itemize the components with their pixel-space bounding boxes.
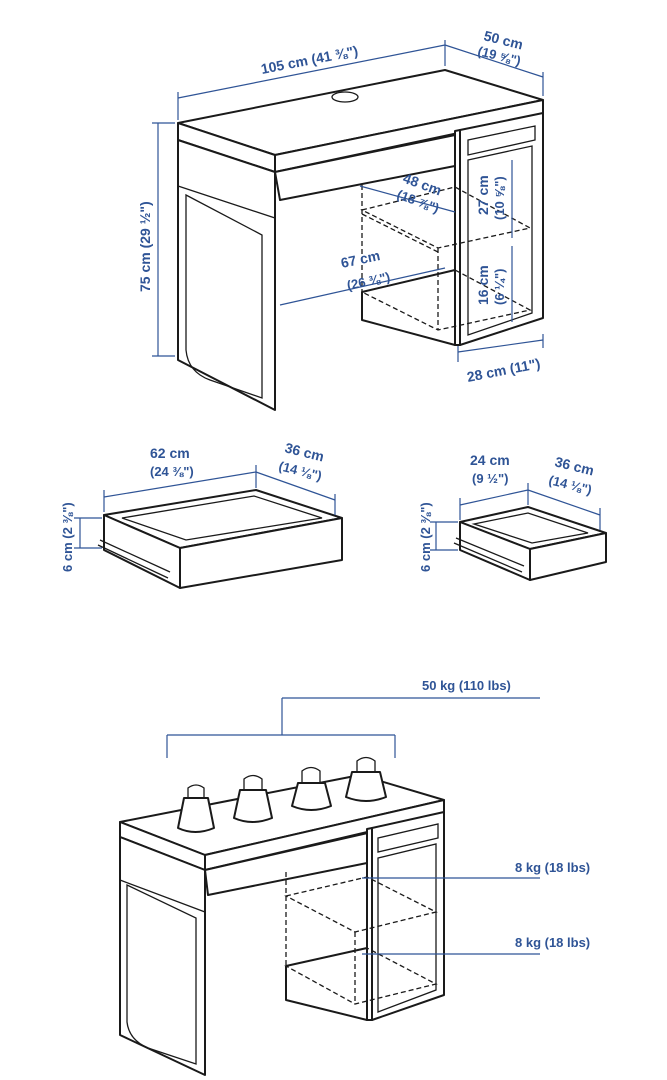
load-desk-drawing — [119, 756, 445, 1076]
large-drawer-width-label: 62 cm — [150, 445, 190, 461]
weight-4 — [345, 756, 387, 802]
upper-shelf-load-label: 8 kg (18 lbs) — [515, 860, 590, 875]
large-drawer-drawing — [97, 489, 343, 589]
load-indicator-lines — [166, 697, 540, 955]
cabinet-width-label: 28 cm (11") — [466, 355, 542, 385]
small-drawer-dimension-lines — [430, 483, 601, 551]
large-drawer-dimension-lines — [74, 465, 336, 549]
lower-shelf-label: 16 cm — [475, 265, 491, 305]
knee-width-inch-label: (26 ⅜") — [346, 269, 392, 293]
lower-shelf-inch-label: (6 ¼") — [492, 268, 507, 305]
weight-1 — [177, 784, 215, 833]
large-drawer-height-label: 6 cm (2 ⅜") — [60, 502, 75, 572]
top-load-label: 50 kg (110 lbs) — [422, 678, 511, 693]
upper-shelf-inch-label: (10 ⅝") — [492, 176, 507, 220]
desk-height-label: 75 cm (29 ½") — [137, 201, 153, 292]
weight-3 — [291, 766, 332, 811]
small-drawer-width-label: 24 cm — [470, 452, 510, 468]
weight-2 — [233, 774, 273, 823]
lower-shelf-load-label: 8 kg (18 lbs) — [515, 935, 590, 950]
small-drawer-width-inch-label: (9 ½") — [472, 471, 509, 486]
desk-drawing — [177, 69, 544, 411]
small-drawer-drawing — [453, 506, 607, 581]
large-drawer-width-inch-label: (24 ⅜") — [150, 464, 194, 479]
desk-dimension-lines — [152, 40, 544, 362]
knee-width-label: 67 cm — [339, 247, 381, 271]
upper-shelf-label: 27 cm — [475, 175, 491, 215]
small-drawer-height-label: 6 cm (2 ⅜") — [418, 502, 433, 572]
